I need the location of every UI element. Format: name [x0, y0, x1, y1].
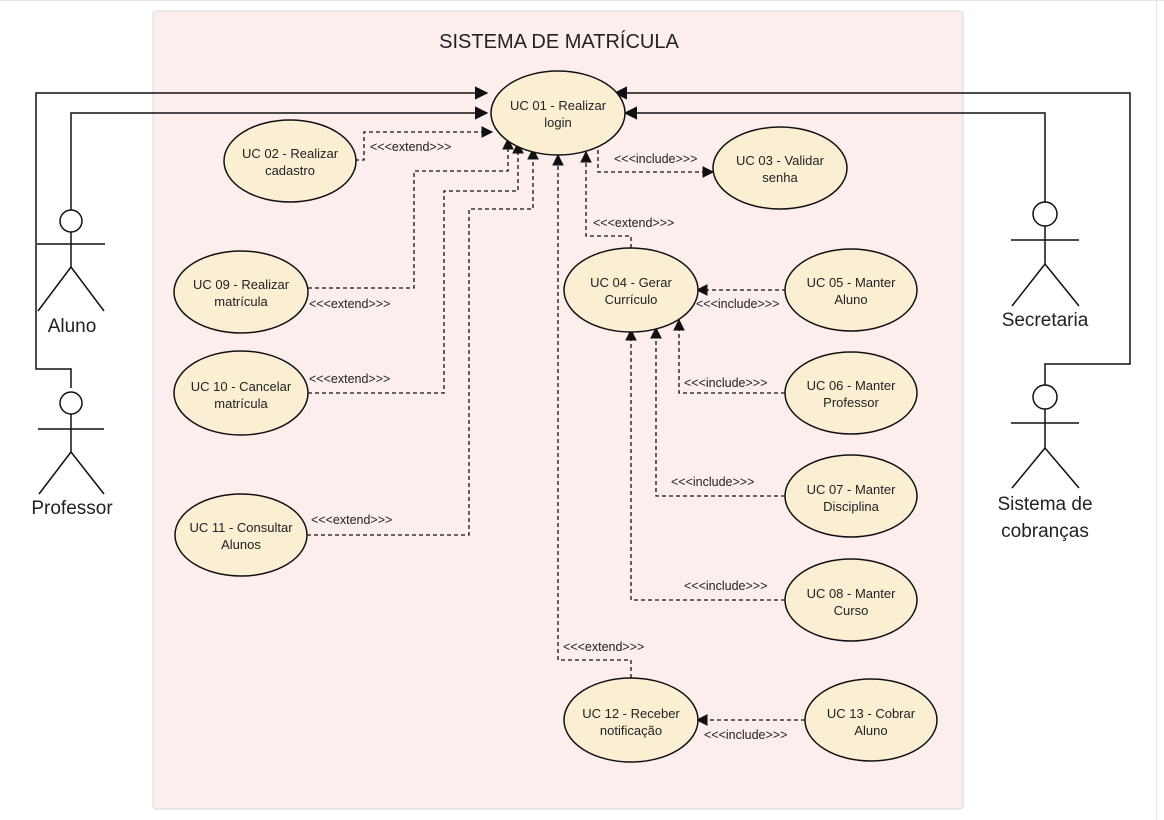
- uc08-line1: UC 08 - Manter: [807, 586, 897, 601]
- include-uc01-uc03[interactable]: [597, 143, 715, 178]
- use-case-uc08[interactable]: UC 08 - Manter Curso: [784, 558, 918, 642]
- use-case-uc01[interactable]: UC 01 - Realizar login: [490, 70, 626, 156]
- use-case-uc03[interactable]: UC 03 - Validar senha: [712, 126, 848, 210]
- uc11-line1: UC 11 - Consultar: [189, 520, 293, 535]
- actor-professor[interactable]: Professor: [31, 391, 113, 519]
- actor-sistema-cobrancas[interactable]: Sistema de cobranças: [997, 384, 1093, 542]
- uc13-line1: UC 13 - Cobrar: [827, 706, 916, 721]
- assoc-secretaria[interactable]: [623, 106, 1046, 202]
- use-case-uc02[interactable]: UC 02 - Realizar cadastro: [223, 119, 357, 203]
- use-case-uc10[interactable]: UC 10 - Cancelar matrícula: [173, 350, 309, 436]
- extend-uc04-uc01[interactable]: [580, 150, 632, 248]
- label-extend-uc09: <<<extend>>>: [309, 297, 390, 311]
- uc03-line2: senha: [762, 170, 798, 185]
- uc02-line1: UC 02 - Realizar: [242, 146, 339, 161]
- actor-secretaria[interactable]: Secretaria: [1002, 201, 1089, 331]
- label-include-uc07: <<<include>>>: [671, 475, 754, 489]
- extend-uc12-uc01[interactable]: [552, 153, 632, 678]
- use-case-uc06[interactable]: UC 06 - Manter Professor: [784, 351, 918, 435]
- assoc-aluno[interactable]: [70, 106, 489, 210]
- uc12-line2: notificação: [600, 723, 662, 738]
- actor-professor-label: Professor: [31, 498, 113, 519]
- include-uc06-uc04[interactable]: [673, 318, 785, 394]
- relation-labels: <<<extend>>> <<<include>>> <<<extend>>> …: [309, 140, 787, 742]
- uc09-line1: UC 09 - Realizar: [193, 277, 290, 292]
- uc12-line1: UC 12 - Receber: [582, 706, 680, 721]
- label-include-uc03: <<<include>>>: [614, 152, 697, 166]
- use-case-uc07[interactable]: UC 07 - Manter Disciplina: [784, 454, 918, 538]
- assoc-professor[interactable]: [35, 86, 489, 388]
- assoc-sistema-cobrancas[interactable]: [613, 86, 1131, 385]
- label-include-uc08: <<<include>>>: [684, 579, 767, 593]
- uc01-line2: login: [544, 115, 571, 130]
- uc03-line1: UC 03 - Validar: [736, 153, 825, 168]
- extend-uc10-uc01[interactable]: [308, 141, 524, 394]
- actor-aluno[interactable]: Aluno: [37, 209, 105, 337]
- label-extend-uc12: <<<extend>>>: [563, 640, 644, 654]
- uc05-line2: Aluno: [834, 292, 867, 307]
- label-include-uc13: <<<include>>>: [704, 728, 787, 742]
- uc10-line1: UC 10 - Cancelar: [191, 379, 292, 394]
- use-case-uc09[interactable]: UC 09 - Realizar matrícula: [173, 250, 309, 334]
- use-case-uc04[interactable]: UC 04 - Gerar Currículo: [563, 247, 699, 333]
- uc01-line1: UC 01 - Realizar: [510, 98, 607, 113]
- use-case-uc11[interactable]: UC 11 - Consultar Alunos: [174, 493, 308, 577]
- label-include-uc06: <<<include>>>: [684, 376, 767, 390]
- label-include-uc05: <<<include>>>: [696, 297, 779, 311]
- uc04-line1: UC 04 - Gerar: [590, 275, 672, 290]
- uc11-line2: Alunos: [221, 537, 261, 552]
- actor-aluno-label: Aluno: [48, 316, 97, 337]
- extend-uc09-uc01[interactable]: [308, 137, 514, 289]
- uc06-line2: Professor: [823, 395, 879, 410]
- include-uc08-uc04[interactable]: [625, 328, 785, 601]
- actor-sistema-cobrancas-label-line2: cobranças: [1001, 521, 1089, 542]
- label-extend-uc10: <<<extend>>>: [309, 372, 390, 386]
- label-extend-uc02: <<<extend>>>: [370, 140, 451, 154]
- extend-uc11-uc01[interactable]: [307, 147, 539, 536]
- include-uc07-uc04[interactable]: [650, 326, 785, 497]
- actor-secretaria-label: Secretaria: [1002, 310, 1089, 331]
- use-case-uc13[interactable]: UC 13 - Cobrar Aluno: [804, 678, 938, 762]
- dependencies: [307, 126, 805, 726]
- label-extend-uc11: <<<extend>>>: [311, 513, 392, 527]
- extend-uc02-uc01[interactable]: [355, 126, 494, 161]
- uc06-line1: UC 06 - Manter: [807, 378, 897, 393]
- actor-associations: [35, 86, 1131, 388]
- uc08-line2: Curso: [834, 603, 869, 618]
- label-extend-uc04: <<<extend>>>: [593, 216, 674, 230]
- uc05-line1: UC 05 - Manter: [807, 275, 897, 290]
- uc13-line2: Aluno: [854, 723, 887, 738]
- uc09-line2: matrícula: [214, 294, 268, 309]
- uc07-line2: Disciplina: [823, 499, 879, 514]
- system-title: SISTEMA DE MATRÍCULA: [439, 30, 679, 53]
- system-boundary[interactable]: [152, 10, 964, 810]
- uc07-line1: UC 07 - Manter: [807, 482, 897, 497]
- uc10-line2: matrícula: [214, 396, 268, 411]
- use-case-uc12[interactable]: UC 12 - Receber notificação: [563, 677, 699, 763]
- uc02-line2: cadastro: [265, 163, 315, 178]
- uc04-line2: Currículo: [605, 292, 658, 307]
- use-case-uc05[interactable]: UC 05 - Manter Aluno: [784, 248, 918, 332]
- actor-sistema-cobrancas-label-line1: Sistema de: [997, 494, 1092, 515]
